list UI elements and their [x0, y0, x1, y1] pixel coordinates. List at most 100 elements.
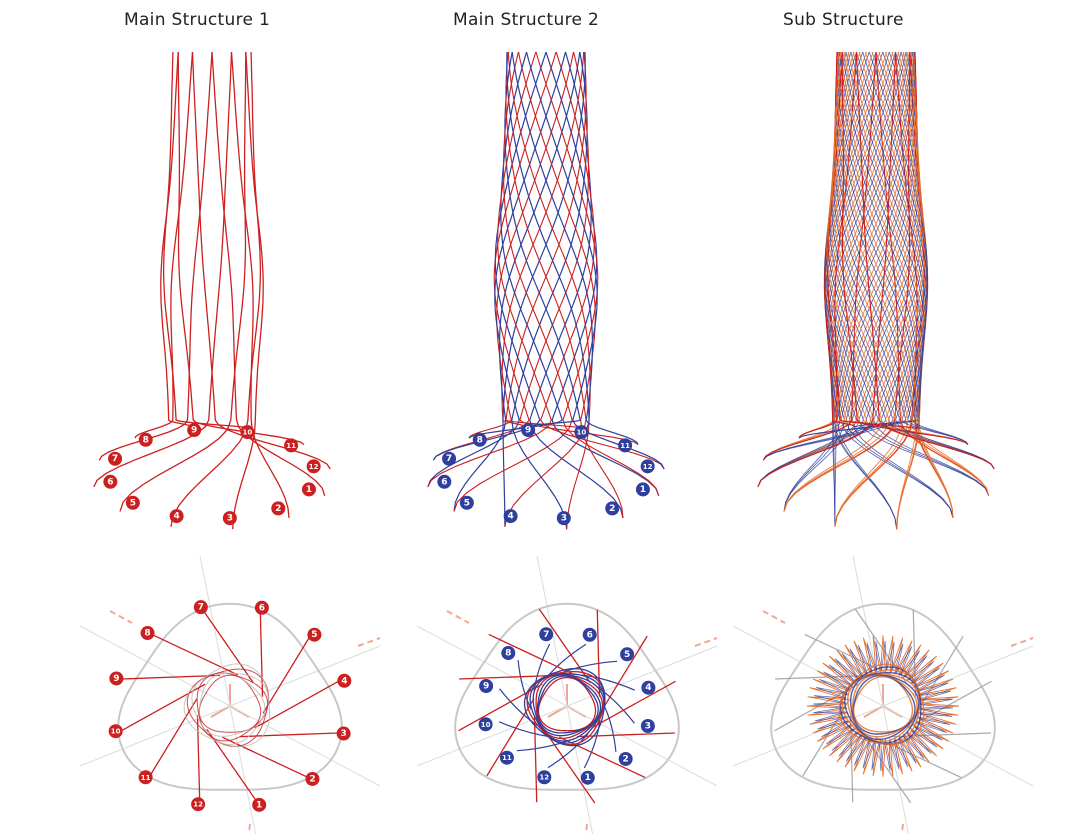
elev1-badge-label-9: 9	[191, 426, 197, 436]
elev2-member-blue-7	[432, 51, 547, 461]
plan2-badge-circle-3	[640, 718, 655, 733]
elev3-member-orange-1-0	[757, 51, 881, 488]
elev2-badge-5: 5	[459, 495, 474, 510]
plan2-badge-11: 11	[499, 750, 514, 765]
plan2-axis-2	[547, 705, 568, 718]
plan2-ring-3	[535, 673, 604, 740]
elev2-badge-6: 6	[437, 474, 452, 489]
plan2-curved-member-2	[602, 702, 617, 752]
elev2-badge-11: 11	[618, 438, 633, 453]
elev1-member-9	[160, 51, 192, 428]
elev2-badge-12: 12	[640, 459, 655, 474]
elev1-member-3	[232, 51, 264, 530]
plan3-axis-2	[863, 705, 884, 718]
panel-title-main-structure-2: Main Structure 2	[453, 10, 600, 30]
elev2-member-red-5	[519, 51, 639, 446]
elev2-member-blue-11	[511, 51, 639, 445]
elev1-badge-circle-11	[284, 438, 299, 453]
elev2-member-blue-6	[427, 51, 567, 488]
plan2-radial-member-1	[543, 729, 596, 804]
elevation-sub-structure	[757, 51, 995, 530]
plan1-badge-7: 7	[193, 600, 208, 615]
elev2-badge-10: 10	[574, 425, 589, 440]
elev1-badge-circle-10	[240, 425, 255, 440]
plan2-boundary	[454, 602, 680, 791]
elev2-member-blue-10	[506, 51, 590, 430]
elev1-badge-label-8: 8	[143, 435, 149, 445]
elev1-badge-2: 2	[271, 501, 286, 516]
elev2-badge-circle-1	[635, 482, 650, 497]
elev1-badge-label-3: 3	[227, 514, 233, 524]
plan1-badge-circle-7	[193, 600, 208, 615]
elev1-badge-12: 12	[306, 459, 321, 474]
elev2-member-red-6	[540, 51, 665, 470]
plan3-ring-5	[844, 672, 921, 744]
elev1-member-6	[93, 51, 233, 488]
plan2-badge-label-10: 10	[481, 721, 491, 729]
plan3-ring-4	[847, 673, 921, 743]
elev1-badge-6: 6	[103, 474, 118, 489]
plan3-tick-2	[900, 823, 904, 834]
elev1-badge-label-10: 10	[243, 429, 253, 437]
plan2-badge-label-4: 4	[645, 683, 651, 693]
plan2-ring-4	[532, 673, 605, 742]
plan2-badge-circle-12	[537, 770, 552, 785]
plan1-radial-member-7	[201, 608, 254, 683]
plan3-ring-3	[850, 673, 920, 741]
plan1-tick-2	[247, 823, 251, 834]
plan1-badge-11: 11	[138, 770, 153, 785]
plan1-ring-1	[198, 672, 266, 737]
elev1-badge-3: 3	[222, 511, 237, 526]
elev2-badge-circle-10	[574, 425, 589, 440]
plan2-badge-10: 10	[478, 717, 493, 732]
plan2-badge-label-3: 3	[645, 721, 651, 731]
elev1-badge-1: 1	[301, 482, 316, 497]
plan1-badge-label-7: 7	[198, 603, 204, 613]
plan1-radial-member-2	[222, 736, 309, 779]
plan2-badge-label-12: 12	[539, 774, 549, 782]
plan2-ring-5	[529, 673, 606, 744]
elev1-badge-label-1: 1	[306, 485, 312, 495]
plan1-badge-circle-12	[191, 797, 206, 812]
elev1-badge-label-11: 11	[286, 442, 296, 450]
elev3-member-red-2	[894, 51, 954, 518]
panel-title-sub-structure: Sub Structure	[783, 10, 904, 30]
plan1-badge-circle-2	[305, 771, 320, 786]
plan2-curved-member-5	[563, 660, 618, 673]
plan2-badge-7: 7	[539, 627, 554, 642]
plan2-radial-member-9	[459, 674, 558, 680]
elev1-member-5	[119, 51, 247, 512]
elev1-badge-circle-7	[108, 451, 123, 466]
elev2-badge-label-4: 4	[507, 512, 513, 522]
elev2-badge-circle-3	[556, 511, 571, 526]
plan2-ring-7	[523, 667, 606, 747]
elev1-badge-circle-5	[125, 495, 140, 510]
plan2-badge-circle-8	[501, 646, 516, 661]
elev1-badge-8: 8	[138, 432, 153, 447]
plan1-badge-label-4: 4	[341, 676, 347, 686]
plan2-badge-circle-5	[620, 647, 635, 662]
elev1-badge-circle-12	[306, 459, 321, 474]
elev3-member-red-11	[841, 51, 969, 446]
plan2-radial-member-7	[538, 608, 591, 683]
elev1-badge-label-2: 2	[275, 504, 281, 514]
elev2-badge-label-6: 6	[441, 477, 447, 487]
plan1-badge-2: 2	[305, 771, 320, 786]
elev2-badge-circle-12	[640, 459, 655, 474]
elev2-member-red-12	[427, 51, 552, 488]
elev2-member-red-9	[507, 51, 591, 530]
plan1-ring-4	[186, 668, 269, 747]
elev3-member-blue-6-1	[757, 51, 890, 488]
plan2-badge-circle-7	[539, 627, 554, 642]
elev1-member-4	[170, 51, 262, 527]
plan2-badge-circle-9	[479, 679, 494, 694]
plan3-ring-6	[841, 669, 921, 745]
elev3-member-blue-11-2	[850, 51, 969, 445]
plan2-badge-4: 4	[641, 680, 656, 695]
elev3-member-blue-12-2	[868, 51, 995, 470]
elev1-member-11	[177, 51, 305, 446]
elev1-badge-circle-9	[187, 423, 202, 438]
plan1-badge-1: 1	[252, 797, 267, 812]
elev2-member-blue-12	[525, 51, 665, 470]
